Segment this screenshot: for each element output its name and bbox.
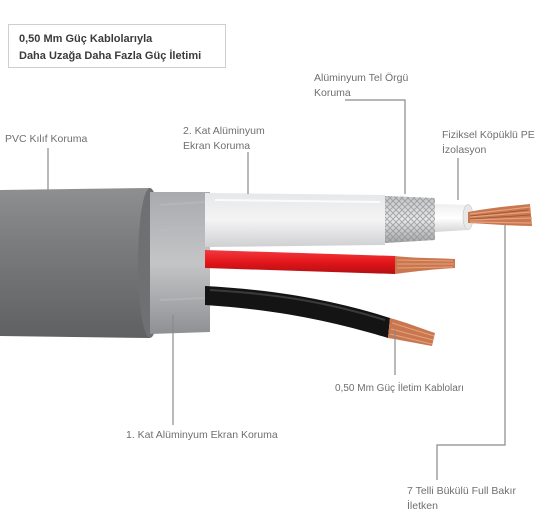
label-power-cables: 0,50 Mm Güç İletim Kabloları	[335, 383, 464, 394]
label-second-shield-2: Ekran Koruma	[183, 140, 251, 152]
second-aluminum-shield	[205, 193, 385, 247]
label-first-shield: 1. Kat Alüminyum Ekran Koruma	[126, 429, 278, 441]
aluminum-braid	[385, 196, 435, 243]
first-aluminum-shield	[150, 192, 210, 334]
label-braid-2: Koruma	[314, 87, 351, 99]
leader-conductor	[436, 225, 506, 480]
title-line-1: 0,50 Mm Güç Kablolarıyla	[19, 33, 153, 45]
leader-braid	[345, 99, 406, 194]
label-pvc-jacket: PVC Kılıf Koruma	[5, 133, 88, 145]
title-line-2: Daha Uzağa Daha Fazla Güç İletimi	[19, 50, 202, 62]
black-power-wire	[205, 286, 435, 346]
red-power-wire	[205, 250, 455, 274]
pvc-jacket	[0, 188, 162, 338]
label-conductor-2: İletken	[407, 500, 438, 512]
label-braid-1: Alüminyum Tel Örgü	[314, 72, 409, 84]
leader-lines	[47, 99, 506, 480]
label-second-shield-1: 2. Kat Alüminyum	[183, 125, 265, 137]
copper-center-conductor	[468, 204, 533, 226]
label-conductor-1: 7 Telli Bükülü Full Bakır	[407, 485, 516, 497]
title-box: 0,50 Mm Güç Kablolarıyla Daha Uzağa Daha…	[8, 24, 226, 68]
foamed-pe-insulation	[435, 204, 474, 232]
label-pe-1: Fiziksel Köpüklü PE	[442, 129, 535, 141]
label-pe-2: İzolasyon	[442, 144, 487, 156]
